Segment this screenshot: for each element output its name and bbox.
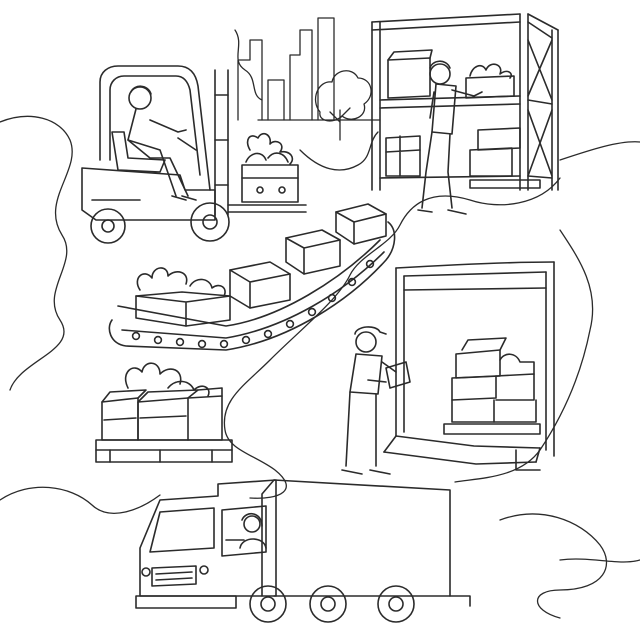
city-skyline <box>238 18 380 120</box>
worker-clipboard-icon <box>342 327 410 474</box>
flow-lines <box>0 30 640 618</box>
shelving-icon <box>372 14 558 190</box>
truck-icon <box>136 480 470 622</box>
worker-shelving-icon <box>418 61 482 214</box>
tree-icon <box>316 71 372 140</box>
conveyor-icon <box>109 204 394 350</box>
produce-crate-icon <box>242 134 298 202</box>
pallet-icon <box>96 363 232 462</box>
forklift-icon <box>82 66 306 243</box>
dock-door-icon <box>384 262 554 470</box>
